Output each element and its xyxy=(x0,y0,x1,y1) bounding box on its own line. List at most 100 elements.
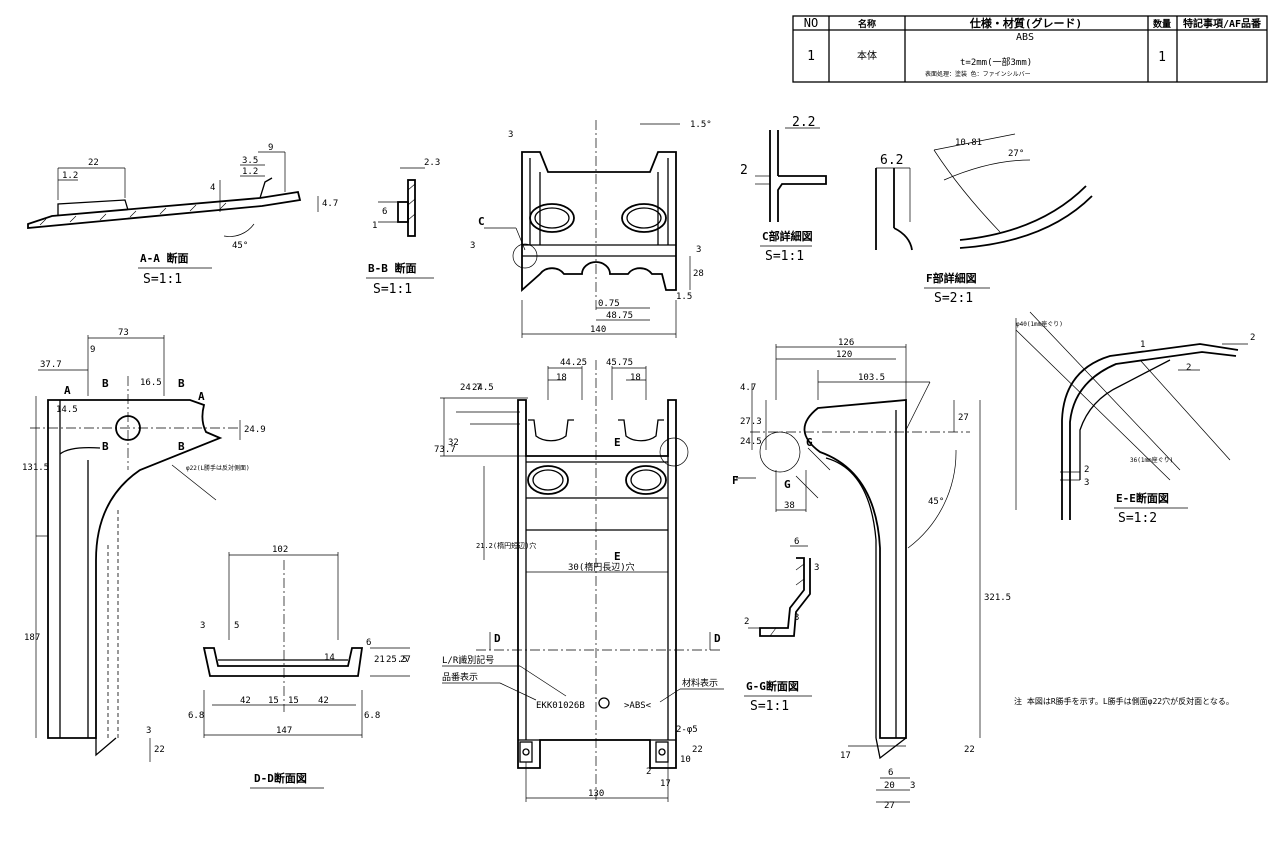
dim-gg-2: 2 xyxy=(744,617,749,627)
dim-sr-4-7: 4.7 xyxy=(740,383,756,393)
dim-c-2-2: 2.2 xyxy=(792,115,815,130)
dim-gg-3b: 3 xyxy=(794,613,799,623)
view-aa-name: A-A 断面 xyxy=(140,251,189,265)
dim-ee-2a: 2 xyxy=(1250,333,1255,343)
section-mark-b2: B xyxy=(178,377,185,390)
header-name: 名称 xyxy=(858,18,876,30)
dim-sl-14-5: 14.5 xyxy=(56,405,78,415)
header-no: NO xyxy=(804,16,818,30)
note-ellipse-short: 21.2(楕円短辺)穴 xyxy=(476,541,536,550)
dim-aa-3-5: 3.5 xyxy=(242,156,258,166)
dim-fm-32: 32 xyxy=(448,438,459,448)
dim-sl-22: 22 xyxy=(154,745,165,755)
dim-sl-3: 3 xyxy=(146,726,151,736)
front-top-view: C 3 1.5° 3 3 28 1.5 0.75 48.75 140 xyxy=(470,120,712,338)
view-c-scale: S=1:1 xyxy=(765,249,804,264)
section-mark-f: F xyxy=(732,474,739,487)
dim-ft-3b: 3 xyxy=(470,241,475,251)
view-gg-scale: S=1:1 xyxy=(750,699,789,714)
section-mark-a-left: A xyxy=(64,384,71,397)
label-two-holes: 2-φ5 xyxy=(676,725,698,735)
dim-sr-20: 20 xyxy=(884,781,895,791)
view-aa-scale: S=1:1 xyxy=(143,272,182,287)
dim-ee-1: 1 xyxy=(1140,340,1145,350)
dim-dd-27: 27 xyxy=(400,655,411,665)
dim-fm-10: 10 xyxy=(680,755,691,765)
note-ee-36: 36(1mm座ぐり) xyxy=(1130,456,1173,464)
section-mark-g-bottom: G xyxy=(784,478,791,491)
dim-fm-24-7: 24.7 xyxy=(460,383,482,393)
row-spec-finish: 表面処理：塗装 色：ファインシルバー xyxy=(925,70,1031,78)
dim-ee-2c: 2 xyxy=(1084,465,1089,475)
dim-aa-22: 22 xyxy=(88,158,99,168)
view-gg-name: G-G断面図 xyxy=(746,679,799,693)
dim-sr-126: 126 xyxy=(838,338,854,348)
c-detail: 2.2 2 C部詳細図 S=1:1 xyxy=(740,115,827,264)
dim-sr-22: 22 xyxy=(964,745,975,755)
section-mark-g-top: G xyxy=(806,436,813,449)
label-part-no: 品番表示 xyxy=(442,671,478,683)
view-f-scale: S=2:1 xyxy=(934,291,973,306)
section-mark-b3: B xyxy=(102,440,109,453)
dim-aa-45: 45° xyxy=(232,241,248,251)
dim-ft-140: 140 xyxy=(590,325,606,335)
dim-ft-1-5deg: 1.5° xyxy=(690,120,712,130)
left-side-view: A A B B B B 73 37.7 9 16.5 14.5 24.9 131… xyxy=(22,328,266,762)
dim-dd-147: 147 xyxy=(276,726,292,736)
dim-aa-9: 9 xyxy=(268,143,273,153)
view-f-name: F部詳細図 xyxy=(926,271,977,285)
dim-aa-4: 4 xyxy=(210,183,215,193)
note-hole-22: φ22(L勝手は反対側面) xyxy=(186,464,250,472)
material-mark: >ABS< xyxy=(624,701,652,711)
dim-dd-21: 21 xyxy=(374,655,385,665)
row-no: 1 xyxy=(807,49,815,64)
dim-f-10-81: 10.81 xyxy=(955,138,982,148)
f-detail: 6.2 10.81 27° F部詳細図 S=2:1 xyxy=(875,133,1093,306)
dim-fm-22: 22 xyxy=(692,745,703,755)
dim-ft-0-75: 0.75 xyxy=(598,299,620,309)
dim-bb-1: 1 xyxy=(372,221,377,231)
drawing-note: 注 本図はR勝手を示す。L勝手は側面φ22穴が反対面となる。 xyxy=(1014,696,1234,706)
dim-sl-16-5: 16.5 xyxy=(140,378,162,388)
dim-sr-27-3: 27.3 xyxy=(740,417,762,427)
label-c: C xyxy=(478,215,485,228)
dim-dd-6-8b: 6.8 xyxy=(364,711,380,721)
dim-sl-73: 73 xyxy=(118,328,129,338)
dim-ft-3c: 3 xyxy=(696,245,701,255)
right-side-view: F G G 126 120 103.5 4.7 24.5 27.3 27 45°… xyxy=(732,338,1011,811)
dim-ft-1-5: 1.5 xyxy=(676,292,692,302)
dim-dd-6-8a: 6.8 xyxy=(188,711,204,721)
dim-gg-3a: 3 xyxy=(814,563,819,573)
view-bb-scale: S=1:1 xyxy=(373,282,412,297)
part-number-mark: EKK01026B xyxy=(536,701,585,711)
view-dd-name: D-D断面図 xyxy=(254,771,307,785)
view-ee-name: E-E断面図 xyxy=(1116,491,1169,505)
dim-dd-42b: 42 xyxy=(318,696,329,706)
dim-c-2: 2 xyxy=(740,163,748,178)
dim-sl-131-5: 131.5 xyxy=(22,463,49,473)
dim-fm-2: 2 xyxy=(646,767,651,777)
dim-ft-28: 28 xyxy=(693,269,704,279)
dim-dd-6: 6 xyxy=(366,638,371,648)
section-bb: 2.3 6 1 B-B 断面 S=1:1 xyxy=(366,158,440,297)
dim-ee-3: 3 xyxy=(1084,478,1089,488)
section-mark-d-right: D xyxy=(714,632,721,645)
view-ee-scale: S=1:2 xyxy=(1118,511,1157,526)
dim-dd-25-5: 25.5 xyxy=(386,655,408,665)
section-mark-e-bottom: E xyxy=(614,550,621,563)
dim-dd-15b: 15 xyxy=(288,696,299,706)
dim-dd-5: 5 xyxy=(234,621,239,631)
dim-aa-4-7: 4.7 xyxy=(322,199,338,209)
row-spec-material: ABS xyxy=(1016,32,1034,43)
note-ellipse-long: 30(楕円長辺)穴 xyxy=(568,561,635,573)
header-qty: 数量 xyxy=(1153,18,1171,30)
dim-sr-38: 38 xyxy=(784,501,795,511)
section-mark-b4: B xyxy=(178,440,185,453)
section-aa: 22 1.2 3.5 1.2 9 4 45° 4.7 A-A 断面 S=1:1 xyxy=(27,143,338,287)
dim-ft-48-75: 48.75 xyxy=(606,311,633,321)
view-c-name: C部詳細図 xyxy=(762,229,813,243)
dim-fm-18a: 18 xyxy=(556,373,567,383)
row-name: 本体 xyxy=(857,49,877,62)
dim-dd-15a: 15 xyxy=(268,696,279,706)
